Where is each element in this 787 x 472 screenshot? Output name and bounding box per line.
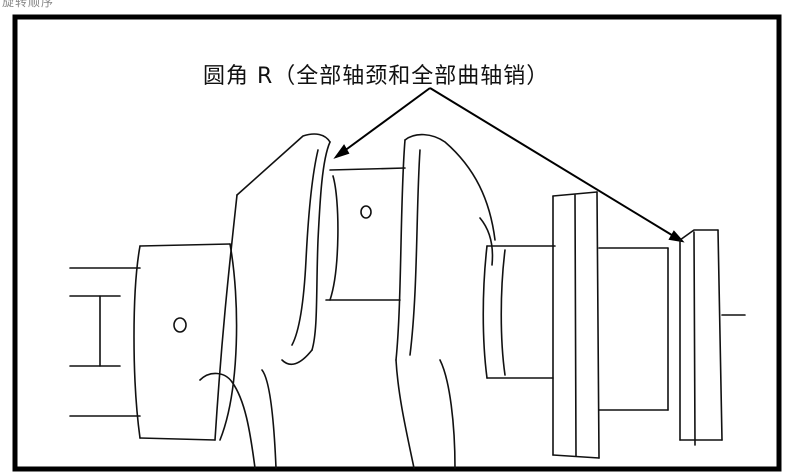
shaft-end-left <box>69 267 141 417</box>
crank-web-1 <box>199 133 331 469</box>
border <box>12 14 782 472</box>
flange-right <box>552 191 669 459</box>
main-journal-left <box>133 243 238 441</box>
callout-label: 圆角 R（全部轴颈和全部曲轴销） <box>203 64 550 89</box>
callout-arrows <box>333 87 685 243</box>
crank-pin-end <box>679 229 746 446</box>
oil-hole-marker-1 <box>173 317 187 333</box>
crank-pin-journal <box>325 167 406 301</box>
cropped-caption-fragment: 旋转顺序 <box>2 0 55 9</box>
oil-hole-marker-2 <box>360 205 372 219</box>
main-journal-right <box>482 245 556 379</box>
crank-web-2 <box>395 133 496 469</box>
